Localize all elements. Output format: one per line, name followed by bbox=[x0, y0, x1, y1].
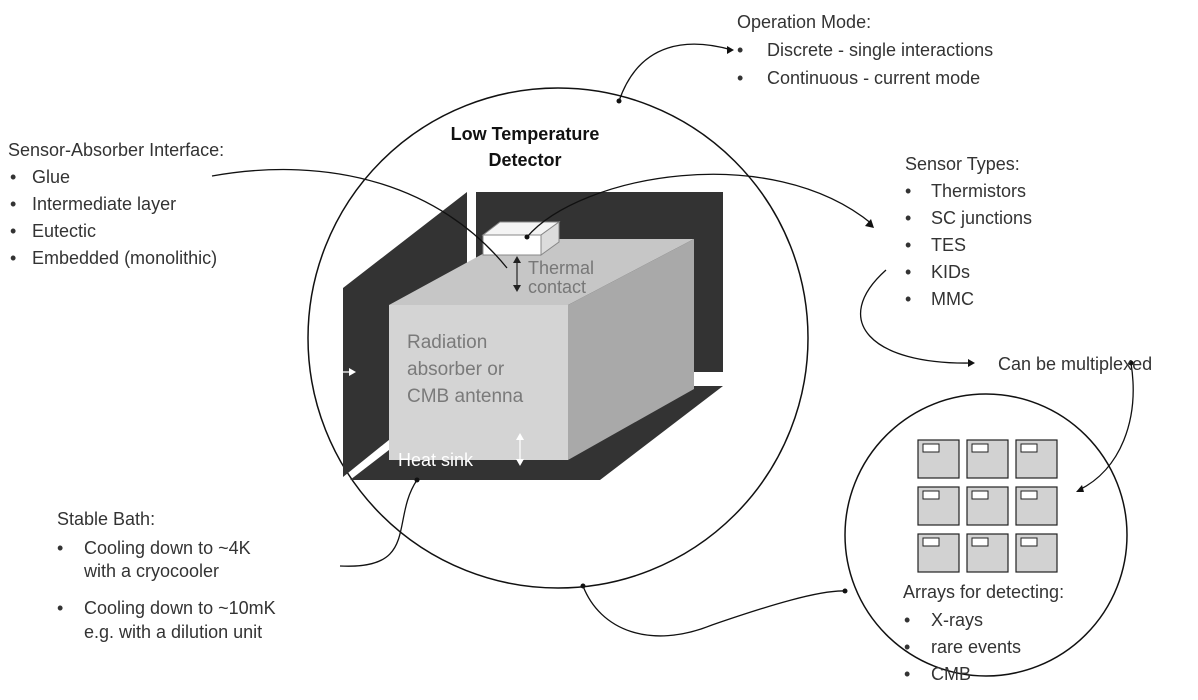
stable-bath-item-2-line-1: Cooling down to ~10mK bbox=[84, 598, 276, 618]
thermal-contact-label-2: contact bbox=[528, 277, 586, 297]
sensor-types-item-2: SC junctions bbox=[931, 208, 1032, 228]
absorber-label-1: Radiation bbox=[407, 332, 487, 353]
title-line-1: Low Temperature bbox=[451, 124, 600, 144]
title-line-2: Detector bbox=[488, 150, 561, 170]
arrowhead-operation-mode bbox=[727, 46, 734, 54]
sensor-types-item-1: Thermistors bbox=[931, 181, 1026, 201]
connector-stable-bath bbox=[339, 479, 418, 567]
sensor-chip-front bbox=[482, 234, 542, 256]
sensor-types-block: Sensor Types: • Thermistors • SC junctio… bbox=[905, 154, 1032, 309]
operation-mode-item-1: Discrete - single interactions bbox=[767, 40, 993, 60]
sensor-types-item-3: TES bbox=[931, 235, 966, 255]
array-circle bbox=[844, 393, 1128, 677]
stable-bath-item-1-line-1: Cooling down to ~4K bbox=[84, 538, 251, 558]
sensor-absorber-item-4: Embedded (monolithic) bbox=[32, 248, 217, 268]
sensor-absorber-bullet-3: • bbox=[10, 221, 16, 241]
sensor-absorber-item-3: Eutectic bbox=[32, 221, 96, 241]
connector-multiplex-lower bbox=[1078, 362, 1134, 491]
stable-bath-bullet-1: • bbox=[57, 538, 63, 558]
heat-sink-arrow bbox=[516, 433, 524, 466]
wall-gap-arrow bbox=[321, 368, 356, 376]
array-cell-sensor bbox=[1020, 490, 1038, 500]
arrays-bullet-2: • bbox=[904, 637, 910, 657]
connector-multiplex-upper bbox=[859, 269, 973, 364]
array-cell-sensor bbox=[971, 537, 989, 547]
sensor-absorber-item-2: Intermediate layer bbox=[32, 194, 176, 214]
sensor-types-bullet-1: • bbox=[905, 181, 911, 201]
arrowhead-multiplex bbox=[968, 359, 975, 367]
absorber-front bbox=[389, 305, 568, 460]
stable-bath-item-2-line-2: e.g. with a dilution unit bbox=[84, 622, 262, 642]
sensor-absorber-bullet-2: • bbox=[10, 194, 16, 214]
arrays-heading: Arrays for detecting: bbox=[903, 582, 1064, 602]
arrays-block: Arrays for detecting: • X-rays • rare ev… bbox=[903, 582, 1064, 684]
operation-mode-block: Operation Mode: • Discrete - single inte… bbox=[737, 12, 993, 88]
connector-arrays bbox=[582, 585, 846, 637]
thermal-contact-label-1: Thermal bbox=[528, 258, 594, 278]
sensor-types-item-5: MMC bbox=[931, 289, 974, 309]
arrays-item-1: X-rays bbox=[931, 610, 983, 630]
sensor-absorber-bullet-1: • bbox=[10, 167, 16, 187]
sensor-array-grid bbox=[917, 439, 1058, 573]
arrays-bullet-1: • bbox=[904, 610, 910, 630]
arrays-item-2: rare events bbox=[931, 637, 1021, 657]
stable-bath-block: Stable Bath: • Cooling down to ~4K with … bbox=[57, 509, 276, 642]
array-cell-sensor bbox=[1020, 537, 1038, 547]
array-cell-sensor bbox=[922, 490, 940, 500]
sensor-types-bullet-4: • bbox=[905, 262, 911, 282]
connector-dots bbox=[414, 98, 1134, 594]
absorber-label-3: CMB antenna bbox=[407, 386, 524, 407]
sensor-absorber-heading: Sensor-Absorber Interface: bbox=[8, 140, 224, 160]
sensor-absorber-item-1: Glue bbox=[32, 167, 70, 187]
absorber-side bbox=[568, 239, 694, 460]
operation-mode-bullet-2: • bbox=[737, 68, 743, 88]
sensor-types-bullet-3: • bbox=[905, 235, 911, 255]
array-cell-sensor bbox=[971, 443, 989, 453]
arrowhead-array bbox=[1076, 485, 1084, 492]
connector-sensor-types bbox=[526, 173, 873, 238]
absorber-top bbox=[389, 239, 694, 305]
connector-operation-mode bbox=[618, 43, 733, 102]
heat-sink-label: Heat sink bbox=[398, 450, 474, 470]
sensor-types-bullet-5: • bbox=[905, 289, 911, 309]
arrays-item-3: CMB bbox=[931, 664, 971, 684]
array-cell-sensor bbox=[971, 490, 989, 500]
stable-bath-item-1-line-2: with a cryocooler bbox=[83, 561, 219, 581]
thermal-contact-arrow bbox=[513, 256, 521, 292]
connector-arrowheads bbox=[727, 46, 1084, 492]
connector-lines bbox=[211, 43, 1134, 637]
stable-bath-heading: Stable Bath: bbox=[57, 509, 155, 529]
main-circle bbox=[307, 87, 809, 589]
operation-mode-bullet-1: • bbox=[737, 40, 743, 60]
connector-sensor-absorber bbox=[211, 168, 508, 269]
arrays-bullet-3: • bbox=[904, 664, 910, 684]
array-cell-sensor bbox=[1020, 443, 1038, 453]
detector-illustration: Thermal contact Radiation absorber or CM… bbox=[321, 192, 723, 480]
array-cell-sensor bbox=[922, 537, 940, 547]
operation-mode-heading: Operation Mode: bbox=[737, 12, 871, 32]
multiplexed-label: Can be multiplexed bbox=[998, 354, 1152, 374]
sensor-types-heading: Sensor Types: bbox=[905, 154, 1020, 174]
sensor-chip-side bbox=[540, 221, 560, 256]
stable-bath-bullet-2: • bbox=[57, 598, 63, 618]
operation-mode-item-2: Continuous - current mode bbox=[767, 68, 980, 88]
absorber-label-2: absorber or bbox=[407, 359, 505, 380]
sensor-types-item-4: KIDs bbox=[931, 262, 970, 282]
array-cell-sensor bbox=[922, 443, 940, 453]
arrowhead-sensor-types bbox=[865, 219, 874, 228]
sensor-absorber-block: Sensor-Absorber Interface: • Glue • Inte… bbox=[8, 140, 224, 268]
sensor-types-bullet-2: • bbox=[905, 208, 911, 228]
sensor-absorber-bullet-4: • bbox=[10, 248, 16, 268]
